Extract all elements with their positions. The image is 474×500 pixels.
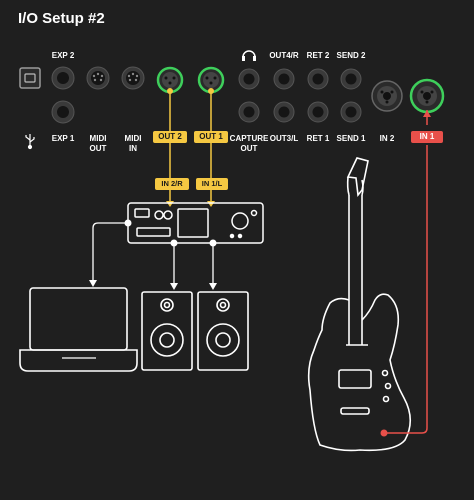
send1-label: SEND 1: [336, 134, 366, 143]
exp2-label: EXP 2: [51, 51, 75, 60]
ret1-label: RET 1: [306, 134, 330, 143]
monitor-speaker-right: [197, 291, 249, 371]
in1-combo-jack[interactable]: [409, 78, 445, 114]
ret2-label: RET 2: [306, 51, 330, 60]
laptop-connection: [92, 222, 128, 282]
monitor-connections: [173, 243, 214, 285]
in1-arrow: [423, 110, 431, 117]
capture-out-label-line2: OUT: [240, 144, 258, 153]
interface-out-dot-2: [209, 239, 217, 247]
usb-port[interactable]: [19, 67, 41, 89]
in2-label: IN 2: [379, 134, 395, 143]
midi-in-label-line2: IN: [129, 144, 137, 153]
in2-combo-jack[interactable]: [371, 80, 403, 112]
send2-jack[interactable]: [340, 68, 362, 90]
send1-jack[interactable]: [340, 101, 362, 123]
midi-out-label-line1: MIDI: [89, 134, 107, 143]
out3l-jack[interactable]: [273, 101, 295, 123]
out2-dot: [167, 88, 173, 94]
out1-dot: [208, 88, 214, 94]
in1l-arrow: [207, 201, 215, 207]
midi-out-label-line2: OUT: [89, 144, 107, 153]
laptop-icon: [19, 287, 138, 372]
in2r-badge: IN 2/R: [155, 178, 189, 190]
out3l-label: OUT3/L: [269, 134, 299, 143]
usb-icon: [25, 134, 35, 150]
monitor-speaker-left: [141, 291, 193, 371]
out1-xlr[interactable]: [197, 66, 225, 94]
laptop-arrow: [89, 280, 97, 287]
exp2-jack[interactable]: [51, 66, 75, 90]
midi-in-port[interactable]: [121, 66, 145, 90]
out1-badge: OUT 1: [194, 131, 228, 143]
electric-guitar-icon: [307, 157, 412, 452]
out4r-jack[interactable]: [273, 68, 295, 90]
monitor-arrow-1: [170, 283, 178, 290]
exp1-label: EXP 1: [51, 134, 75, 143]
ret2-jack[interactable]: [307, 68, 329, 90]
midi-in-label-line1: MIDI: [124, 134, 142, 143]
audio-interface: [127, 202, 264, 244]
in1l-badge: IN 1/L: [196, 178, 228, 190]
capture-out-label-line1: CAPTURE: [229, 134, 269, 143]
exp1-jack[interactable]: [51, 100, 75, 124]
midi-out-port[interactable]: [86, 66, 110, 90]
out2-badge: OUT 2: [153, 131, 187, 143]
ret1-jack[interactable]: [307, 101, 329, 123]
guitar-cable-line: [384, 145, 428, 434]
out4r-label: OUT4/R: [269, 51, 299, 60]
in2r-arrow: [166, 201, 174, 207]
page-title: I/O Setup #2: [18, 10, 105, 27]
capture-out-jack[interactable]: [238, 101, 260, 123]
headphones-icon: [242, 50, 256, 61]
interface-usb-dot: [124, 219, 132, 227]
interface-out-dot-1: [170, 239, 178, 247]
in1-badge: IN 1: [411, 131, 443, 143]
send2-label: SEND 2: [336, 51, 366, 60]
headphone-jack[interactable]: [238, 68, 260, 90]
monitor-arrow-2: [209, 283, 217, 290]
